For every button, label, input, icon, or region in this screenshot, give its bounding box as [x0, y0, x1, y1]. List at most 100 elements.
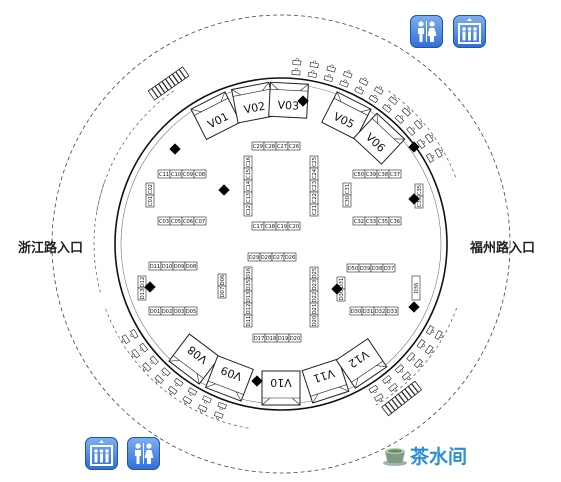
- booth-label: C36: [417, 197, 423, 207]
- booth[interactable]: C29: [251, 141, 265, 151]
- booth[interactable]: D22: [309, 290, 319, 304]
- pillar-marker: [144, 281, 156, 293]
- booth[interactable]: C33: [364, 216, 378, 226]
- booth[interactable]: C37: [388, 169, 402, 179]
- booth[interactable]: C13: [243, 191, 253, 205]
- booth[interactable]: D03: [172, 306, 186, 316]
- vip-booth[interactable]: V05: [321, 91, 372, 141]
- booth[interactable]: C26: [287, 141, 301, 151]
- booth[interactable]: D31: [361, 306, 375, 316]
- vip-booth[interactable]: V10: [261, 370, 301, 406]
- booth[interactable]: C27: [275, 141, 289, 151]
- booth[interactable]: C11: [157, 169, 171, 179]
- booth[interactable]: C39: [364, 169, 378, 179]
- seating-southeast: [368, 325, 443, 402]
- booth[interactable]: C01: [145, 194, 155, 208]
- booth[interactable]: D29: [247, 252, 261, 262]
- booth[interactable]: C30: [342, 194, 352, 208]
- booth[interactable]: C31: [342, 182, 352, 196]
- booth[interactable]: D06: [217, 273, 227, 287]
- booth[interactable]: D01: [148, 306, 162, 316]
- booth[interactable]: C07: [193, 216, 207, 226]
- vip-booth[interactable]: V11: [301, 358, 350, 404]
- booth[interactable]: C09: [181, 169, 195, 179]
- booth[interactable]: D13: [243, 290, 253, 304]
- booth[interactable]: C16: [243, 155, 253, 169]
- booth[interactable]: D09: [172, 261, 186, 271]
- vip-booth[interactable]: V01: [190, 91, 241, 141]
- booth[interactable]: C06: [181, 216, 195, 226]
- booth[interactable]: D20: [288, 333, 302, 343]
- vip-booth[interactable]: V03: [268, 81, 309, 119]
- booth[interactable]: D10: [160, 261, 174, 271]
- booth[interactable]: C22: [309, 191, 319, 205]
- booth[interactable]: D07: [217, 285, 227, 299]
- booth[interactable]: D17: [252, 333, 266, 343]
- booth[interactable]: D32: [373, 306, 387, 316]
- booth[interactable]: D05: [184, 306, 198, 316]
- booth-label: C13: [246, 193, 252, 203]
- booth[interactable]: C08: [193, 169, 207, 179]
- booth[interactable]: D16: [243, 266, 253, 280]
- booth[interactable]: D23: [309, 278, 319, 292]
- booth[interactable]: C17: [251, 221, 265, 231]
- booth[interactable]: D25: [309, 266, 319, 280]
- booth[interactable]: C19: [275, 221, 289, 231]
- booth[interactable]: C36: [388, 216, 402, 226]
- booth-label: D01: [150, 309, 161, 315]
- booth[interactable]: D12: [243, 302, 253, 316]
- elevator-icon[interactable]: [453, 15, 486, 48]
- booth[interactable]: D39: [358, 263, 372, 273]
- booth[interactable]: C21: [309, 203, 319, 217]
- booth[interactable]: C05: [169, 216, 183, 226]
- vip-booth[interactable]: V12: [335, 338, 388, 389]
- booth[interactable]: C32: [352, 216, 366, 226]
- booth[interactable]: C38: [376, 169, 390, 179]
- booth[interactable]: D02: [160, 306, 174, 316]
- booth-label: D13: [246, 292, 252, 303]
- booth[interactable]: C03: [157, 216, 171, 226]
- booth[interactable]: D26: [283, 252, 297, 262]
- booth[interactable]: C25: [309, 155, 319, 169]
- booth[interactable]: C12: [243, 203, 253, 217]
- booth[interactable]: D11: [243, 314, 253, 328]
- booth[interactable]: D30: [349, 306, 363, 316]
- booth[interactable]: C50: [352, 169, 366, 179]
- booth[interactable]: C10: [169, 169, 183, 179]
- booth[interactable]: D08: [184, 261, 198, 271]
- vip-booth[interactable]: V08: [168, 333, 221, 385]
- booth[interactable]: D13: [137, 287, 147, 301]
- booth[interactable]: D12: [137, 275, 147, 289]
- booth[interactable]: C35: [376, 216, 390, 226]
- vip-booth[interactable]: V09: [204, 355, 254, 402]
- vip-booth[interactable]: V06: [352, 112, 406, 165]
- booth[interactable]: D37: [382, 263, 396, 273]
- booth[interactable]: D11: [148, 261, 162, 271]
- vip-booth[interactable]: V02: [231, 81, 276, 124]
- booth[interactable]: D18: [264, 333, 278, 343]
- booth[interactable]: C24: [309, 167, 319, 181]
- booth[interactable]: C23: [309, 179, 319, 193]
- booth[interactable]: D15: [243, 278, 253, 292]
- booth-label: C38: [378, 172, 388, 178]
- booth[interactable]: D36: [411, 275, 421, 301]
- booth[interactable]: D38: [370, 263, 384, 273]
- booth[interactable]: D33: [385, 306, 399, 316]
- booth[interactable]: C20: [287, 221, 301, 231]
- booth[interactable]: D20: [309, 314, 319, 328]
- elevator-icon[interactable]: [85, 437, 118, 470]
- booth[interactable]: D19: [276, 333, 290, 343]
- booth[interactable]: C14: [243, 179, 253, 193]
- booth[interactable]: C18: [263, 221, 277, 231]
- booth[interactable]: C15: [243, 167, 253, 181]
- booth[interactable]: D27: [271, 252, 285, 262]
- booth-label: C37: [390, 172, 400, 178]
- booth[interactable]: C02: [145, 182, 155, 196]
- booth[interactable]: C35: [414, 183, 424, 197]
- booth[interactable]: C28: [263, 141, 277, 151]
- booth[interactable]: D21: [309, 302, 319, 316]
- restroom-icon[interactable]: [127, 437, 160, 470]
- booth[interactable]: D28: [259, 252, 273, 262]
- restroom-icon[interactable]: [410, 15, 443, 48]
- booth[interactable]: D50: [346, 263, 360, 273]
